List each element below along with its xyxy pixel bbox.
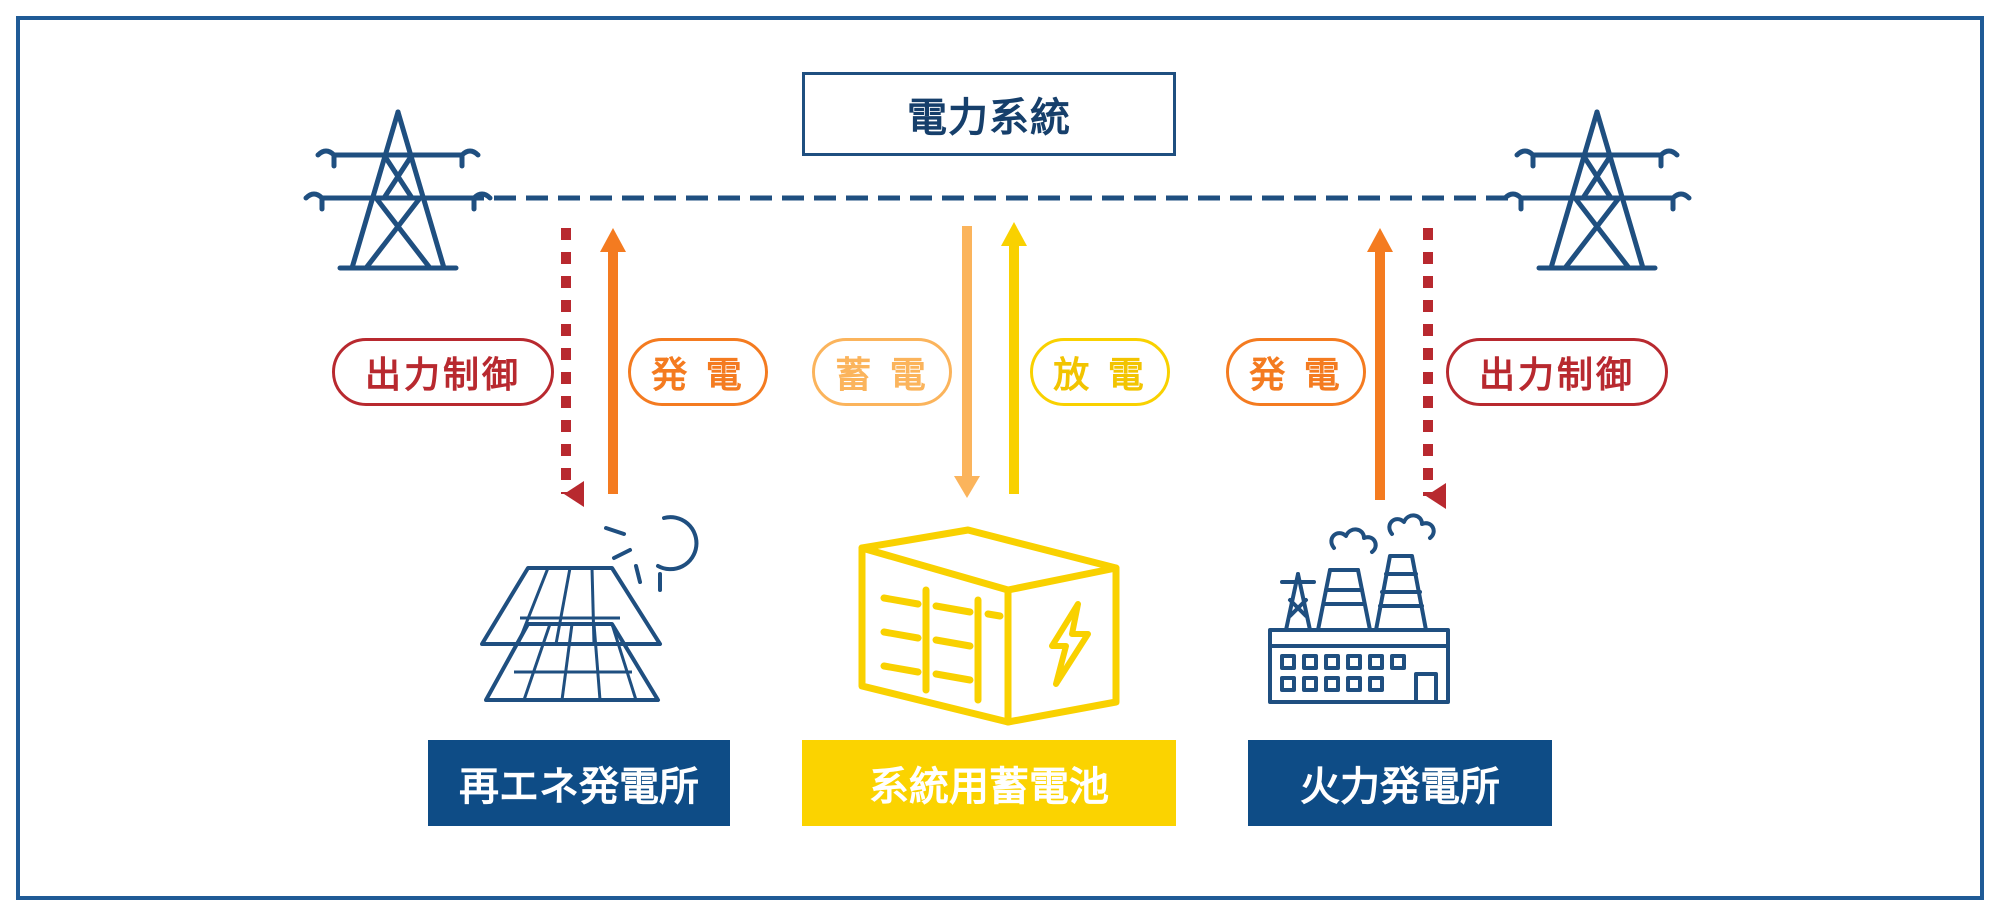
thermal-power-plant-icon	[1268, 513, 1450, 704]
transmission-tower-icon	[1502, 109, 1692, 271]
curtail-label-left: 出力制御	[332, 338, 554, 406]
generate-label-left: 発 電	[628, 338, 768, 406]
generate-arrow-right	[1367, 228, 1393, 500]
lightning-bolt-icon	[1049, 601, 1091, 687]
solar-panel-icon	[480, 566, 662, 702]
generate-label-right: 発 電	[1226, 338, 1366, 406]
battery-label: 系統用蓄電池	[802, 740, 1176, 826]
generate-arrow-left	[600, 228, 626, 494]
page-title: 電力系統	[802, 72, 1176, 156]
charge-arrow	[954, 226, 980, 498]
renewable-plant-label: 再エネ発電所	[428, 740, 730, 826]
discharge-label: 放 電	[1030, 338, 1170, 406]
sun-icon	[604, 515, 699, 592]
transmission-tower-icon	[303, 109, 493, 271]
discharge-arrow	[1001, 222, 1027, 494]
curtail-label-right: 出力制御	[1446, 338, 1668, 406]
battery-container-icon	[858, 526, 1120, 726]
thermal-plant-label: 火力発電所	[1248, 740, 1552, 826]
charge-label: 蓄 電	[812, 338, 952, 406]
